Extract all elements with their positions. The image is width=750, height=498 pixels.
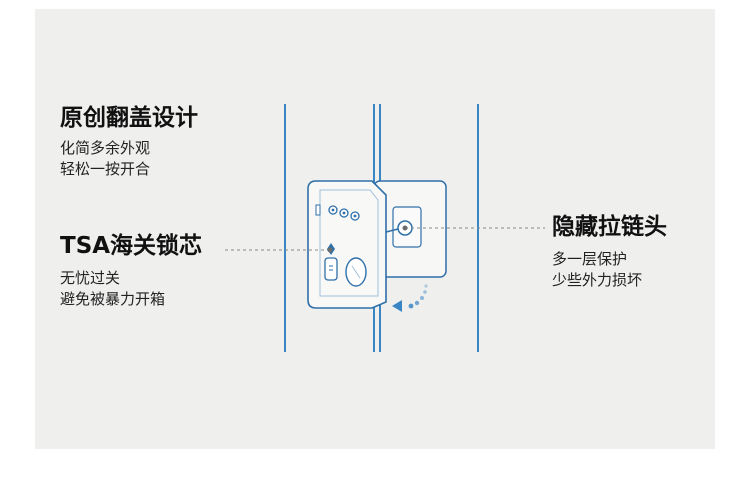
- feature-title: TSA海关锁芯: [60, 233, 203, 259]
- feature-desc-line: 多一层保护: [552, 250, 628, 268]
- feature-desc-line: 化简多余外观: [60, 139, 151, 157]
- feature-desc-line: 无忧过关: [60, 269, 121, 287]
- zip-pointer-dot: [402, 225, 408, 231]
- feature-title: 原创翻盖设计: [60, 105, 198, 131]
- feature-desc-line: 轻松一按开合: [60, 160, 151, 178]
- tsa-pointer-dot: [327, 247, 333, 253]
- flip-lock-body: [307, 180, 387, 309]
- rotate-arrow-icon: [392, 284, 428, 312]
- feature-desc-line: 少些外力损坏: [552, 271, 643, 289]
- feature-flip-cover: 原创翻盖设计 化简多余外观 轻松一按开合: [60, 104, 198, 180]
- feature-tsa-lock: TSA海关锁芯 无忧过关 避免被暴力开箱: [60, 232, 202, 310]
- leader-lines: [225, 227, 545, 251]
- feature-hidden-zipper: 隐藏拉链头 多一层保护 少些外力损坏: [552, 213, 667, 291]
- feature-title: 隐藏拉链头: [552, 214, 667, 240]
- feature-desc-line: 避免被暴力开箱: [60, 290, 166, 308]
